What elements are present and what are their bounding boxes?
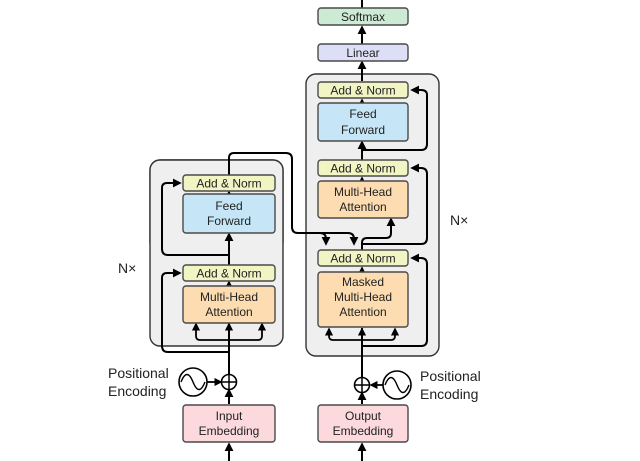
output-embedding-line2: Embedding: [333, 424, 394, 438]
decoder-repeat-label: N×: [450, 212, 468, 228]
decoder-add-norm-mid-label: Add & Norm: [330, 162, 395, 176]
encoder-add-norm-top: Add & Norm: [182, 174, 276, 192]
decoder-add-norm-bottom: Add & Norm: [317, 249, 409, 267]
masked-attn-line1: Masked: [342, 275, 384, 289]
decoder-ffn-line2: Forward: [341, 123, 385, 137]
output-embedding-line1: Output: [345, 409, 382, 423]
input-embedding-line2: Embedding: [199, 424, 260, 438]
decoder-positional-encoding: Positional Encoding: [353, 368, 481, 402]
decoder-add-norm-top: Add & Norm: [317, 81, 409, 99]
decoder-add-norm-top-label: Add & Norm: [330, 84, 395, 98]
decoder-pos-line2: Encoding: [420, 386, 478, 402]
encoder-positional-encoding: Positional Encoding: [108, 365, 238, 399]
encoder-pos-line2: Encoding: [108, 383, 166, 399]
encoder-feed-forward: Feed Forward: [182, 193, 276, 234]
decoder-multi-head-attention: Multi-Head Attention: [317, 180, 409, 219]
input-embedding: Input Embedding: [182, 404, 276, 443]
masked-attn-line3: Attention: [339, 305, 386, 319]
encoder-attn-line2: Attention: [205, 305, 252, 319]
decoder-masked-attention: Masked Multi-Head Attention: [317, 271, 409, 328]
encoder-add-norm-top-label: Add & Norm: [196, 177, 261, 191]
decoder-feed-forward: Feed Forward: [317, 102, 409, 142]
masked-attn-line2: Multi-Head: [334, 290, 392, 304]
circled-plus-icon: [353, 376, 371, 394]
linear-block: Linear: [317, 43, 409, 62]
circled-plus-icon: [220, 373, 238, 391]
encoder-wires: [161, 152, 359, 461]
softmax-label: Softmax: [341, 10, 385, 24]
encoder-add-norm-bottom: Add & Norm: [182, 264, 276, 282]
encoder-pos-line1: Positional: [108, 365, 169, 381]
decoder-attn-line2: Attention: [339, 200, 386, 214]
linear-label: Linear: [346, 46, 379, 60]
decoder-attn-line1: Multi-Head: [334, 185, 392, 199]
encoder-add-norm-bottom-label: Add & Norm: [196, 267, 261, 281]
encoder-ffn-line2: Forward: [207, 214, 251, 228]
decoder-wires: [324, 0, 428, 461]
encoder-ffn-line1: Feed: [215, 199, 242, 213]
decoder-ffn-line1: Feed: [349, 107, 376, 121]
sine-wave-icon: [178, 367, 208, 397]
sine-wave-icon: [382, 370, 412, 400]
decoder-pos-line1: Positional: [420, 368, 481, 384]
softmax-block: Softmax: [317, 7, 409, 26]
encoder-multi-head-attention: Multi-Head Attention: [182, 285, 276, 324]
decoder-add-norm-bottom-label: Add & Norm: [330, 252, 395, 266]
decoder-add-norm-mid: Add & Norm: [317, 159, 409, 177]
encoder-attn-line1: Multi-Head: [200, 290, 258, 304]
encoder-repeat-label: N×: [118, 260, 136, 276]
output-embedding: Output Embedding: [317, 404, 409, 443]
input-embedding-line1: Input: [216, 409, 243, 423]
